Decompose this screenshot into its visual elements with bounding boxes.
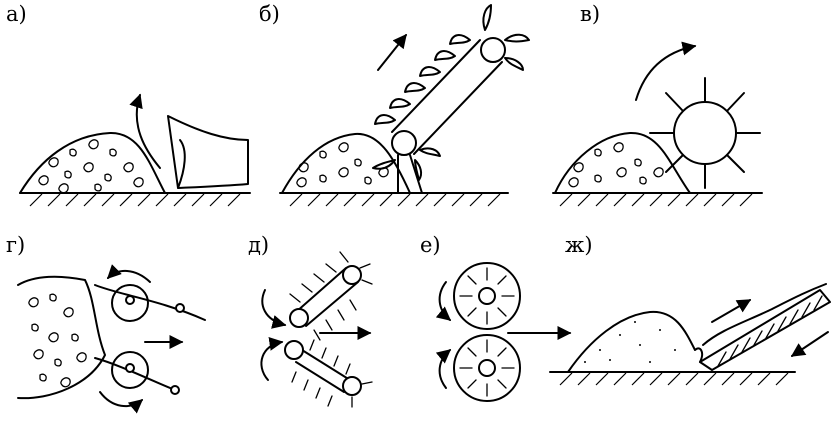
roller-end bbox=[289, 308, 309, 328]
roller-end bbox=[342, 376, 362, 396]
panel-label-b: б) bbox=[259, 2, 280, 26]
lower-drum-blades bbox=[459, 339, 515, 397]
wheel-spokes bbox=[649, 77, 761, 189]
panel-label-e: е) bbox=[420, 233, 441, 257]
rock-fragments bbox=[38, 139, 144, 194]
material-pile bbox=[19, 131, 166, 194]
panel-g-rotating-arms bbox=[17, 264, 206, 414]
rotation-arrow-bottom bbox=[260, 336, 284, 381]
panel-label-v: в) bbox=[580, 2, 600, 26]
panel-d-toothed-rollers bbox=[260, 251, 373, 408]
rotation-arrow-top bbox=[435, 281, 452, 321]
hub bbox=[125, 295, 135, 305]
return-arrow bbox=[790, 331, 829, 357]
arm-tip bbox=[170, 385, 180, 395]
ground-hatching bbox=[559, 193, 753, 207]
panel-b-chain-elevator bbox=[279, 4, 530, 207]
roller-end bbox=[284, 340, 304, 360]
conveyor-belt bbox=[699, 289, 831, 371]
top-sprocket bbox=[480, 37, 506, 63]
panel-label-a: а) bbox=[6, 2, 27, 26]
panel-zh-conveyor-loader bbox=[549, 283, 831, 386]
rotation-arrow-bottom bbox=[435, 349, 452, 389]
bucket-lip bbox=[177, 139, 186, 189]
boom-edge-bottom bbox=[413, 61, 503, 155]
rotation-arrow-top bbox=[261, 289, 287, 329]
material-flow-arrow bbox=[711, 299, 752, 323]
rotation-arrow-top bbox=[107, 264, 151, 283]
lower-arm bbox=[94, 357, 176, 391]
lower-drum-hub bbox=[478, 359, 496, 377]
roller-edge bbox=[305, 281, 359, 327]
panel-label-g: г) bbox=[6, 233, 25, 257]
panel-v-rotary-wheel bbox=[552, 41, 763, 207]
support-leg bbox=[409, 154, 423, 194]
rotation-arrow bbox=[635, 41, 697, 101]
material-pile bbox=[554, 131, 691, 194]
panel-e-twin-drums bbox=[435, 262, 572, 402]
upper-drum-blades bbox=[459, 267, 515, 325]
material-pile bbox=[567, 310, 704, 373]
scoops bbox=[372, 4, 530, 181]
roller-edge bbox=[295, 361, 345, 393]
upper-drum-hub bbox=[478, 287, 496, 305]
panel-label-zh: ж) bbox=[565, 233, 593, 257]
hub bbox=[125, 363, 135, 373]
material-face bbox=[17, 275, 106, 400]
ground-hatching bbox=[559, 372, 789, 386]
conveyor-frame bbox=[702, 283, 827, 346]
roller-edge bbox=[301, 349, 351, 381]
arm-tip bbox=[175, 303, 185, 313]
rock-fragments bbox=[296, 142, 389, 188]
rock-fragments bbox=[28, 293, 87, 388]
rotation-arrow bbox=[129, 93, 161, 169]
boom-edge-top bbox=[391, 39, 481, 133]
rock-fragments bbox=[568, 142, 664, 188]
panel-a-bucket-loader bbox=[19, 93, 251, 207]
upper-arm bbox=[94, 284, 206, 321]
belt-slats bbox=[717, 295, 823, 367]
roller-edge bbox=[295, 267, 347, 313]
roller-end bbox=[342, 265, 362, 285]
bucket bbox=[167, 115, 249, 189]
pile-grains bbox=[584, 321, 676, 363]
ground-hatching bbox=[29, 193, 241, 207]
roller-teeth bbox=[289, 251, 373, 408]
rotation-arrow-bottom bbox=[99, 391, 144, 414]
bottom-sprocket bbox=[391, 130, 417, 156]
direction-arrow bbox=[377, 33, 407, 71]
ground-hatching bbox=[289, 193, 501, 207]
panel-label-d: д) bbox=[248, 233, 269, 257]
